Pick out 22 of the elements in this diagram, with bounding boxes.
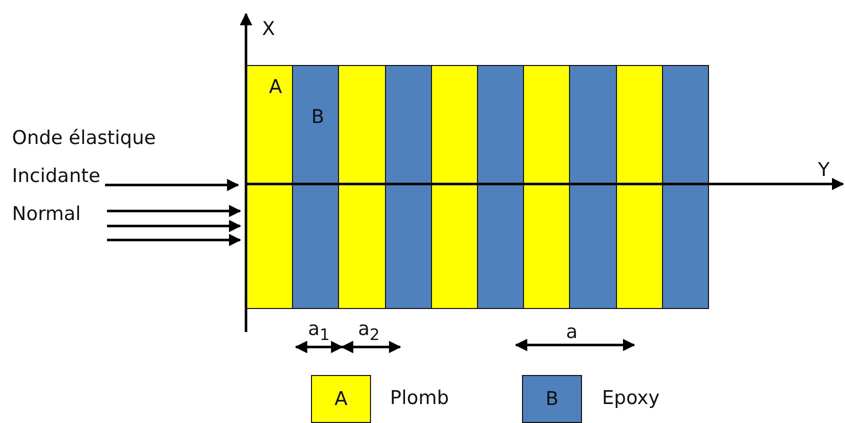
- epoxy-layer: [569, 65, 617, 309]
- lead-layer: [246, 65, 294, 309]
- epoxy-layer: [662, 65, 709, 309]
- dimension-label: a$_{1}$: [308, 317, 330, 346]
- legend-label: Plomb: [390, 386, 449, 411]
- epoxy-layer: [384, 65, 432, 309]
- lead-layer: [616, 65, 663, 309]
- epoxy-layer: [477, 65, 524, 309]
- lead-layer: [430, 65, 478, 309]
- swatch-letter: B: [544, 387, 560, 412]
- axis-label: Y: [818, 158, 830, 183]
- layer-letter: B: [311, 106, 324, 128]
- layer-letter: A: [269, 76, 282, 98]
- swatch-letter: A: [334, 387, 348, 412]
- lead-layer: [338, 65, 386, 309]
- lead-layer: [523, 65, 570, 309]
- wave-label: Onde élastique Incidante Normal: [12, 126, 157, 227]
- epoxy-layer: [292, 65, 340, 309]
- legend-label: Epoxy: [602, 386, 660, 411]
- axis-label: X: [262, 17, 276, 42]
- dimension-label: a: [566, 320, 578, 345]
- dimension-label: a$_{2}$: [358, 317, 380, 346]
